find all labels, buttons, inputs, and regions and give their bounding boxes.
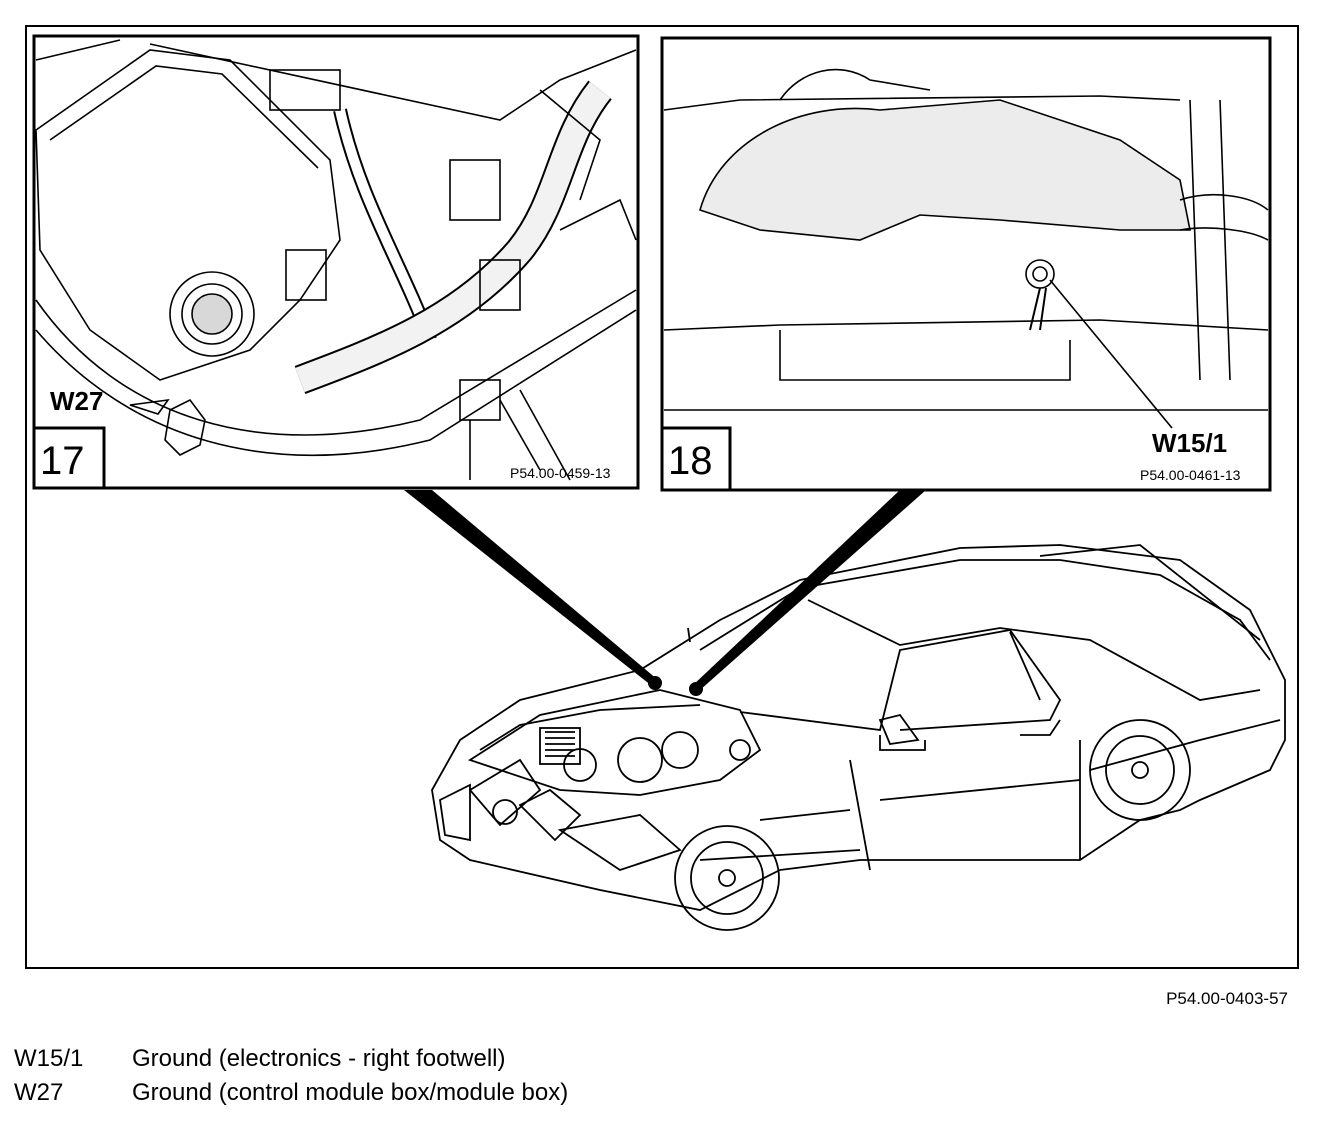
inset-17-artwork (35, 39, 637, 481)
figure-ref: P54.00-0403-57 (1166, 989, 1288, 1008)
legend-desc: Ground (control module box/module box) (132, 1079, 569, 1106)
locator-dot-18 (689, 682, 703, 696)
inset-17-number: 17 (40, 439, 85, 483)
pointer-wedge-18 (692, 490, 926, 690)
inset-18: 18 W15/1 P54.00-0461-13 (660, 36, 1272, 492)
inset-18-artwork (663, 68, 1269, 429)
legend-code: W15/1 (14, 1045, 84, 1072)
inset-18-ref: P54.00-0461-13 (1140, 467, 1241, 483)
inset-18-number: 18 (668, 439, 713, 483)
inset-17: 17 W27 P54.00-0459-13 (32, 34, 640, 490)
inset-17-callout: W27 (50, 386, 103, 416)
diagram-border (25, 25, 1299, 969)
inset-17-ref: P54.00-0459-13 (510, 465, 611, 481)
inset-18-callout: W15/1 (1152, 428, 1227, 458)
pointer-wedge-17 (404, 490, 658, 686)
legend-desc: Ground (electronics - right footwell) (132, 1045, 506, 1072)
locator-dot-17 (648, 676, 662, 690)
car-illustration (431, 544, 1286, 931)
legend-code: W27 (14, 1079, 64, 1106)
